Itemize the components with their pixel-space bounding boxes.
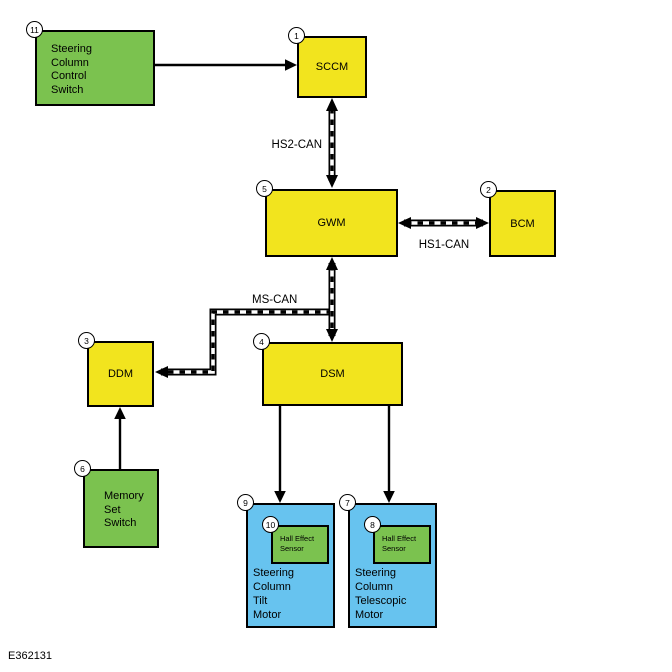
item-number-badge: 5 xyxy=(256,180,273,197)
node-label: Steering Column Control Switch xyxy=(51,43,92,96)
node-label: Steering Column Tilt Motor xyxy=(253,567,294,621)
bus-label-ms-can: MS-CAN xyxy=(252,294,298,306)
node-label: SCCM xyxy=(315,61,349,73)
node-steering-column-telescopic-motor: Steering Column Telescopic Motor xyxy=(348,503,437,628)
node-steering-column-tilt-motor: Steering Column Tilt Motor xyxy=(246,503,335,628)
item-number-badge: 10 xyxy=(262,516,279,533)
bus-label-hs1-can: HS1-CAN xyxy=(418,239,470,251)
node-label: Steering Column Telescopic Motor xyxy=(355,567,407,621)
connector-memory-to-ddm xyxy=(114,407,126,469)
bus-hs2-can xyxy=(326,98,338,188)
node-label: GWM xyxy=(317,217,346,229)
item-number-badge: 2 xyxy=(480,181,497,198)
connector-dsm-to-telescopic-motor xyxy=(383,406,395,503)
item-number-badge: 1 xyxy=(288,27,305,44)
node-label: Memory Set Switch xyxy=(104,490,144,529)
node-memory-set-switch: Memory Set Switch xyxy=(83,469,159,548)
item-number-badge: 8 xyxy=(364,516,381,533)
node-hall-effect-sensor-telescopic: Hall Effect Sensor xyxy=(373,525,431,564)
node-gwm: GWM xyxy=(265,189,398,257)
node-sccm: SCCM xyxy=(297,36,367,98)
node-label: Hall Effect Sensor xyxy=(382,534,417,553)
node-steering-column-control-switch: Steering Column Control Switch xyxy=(35,30,155,106)
node-label: BCM xyxy=(510,217,535,230)
node-label: DSM xyxy=(320,368,345,380)
node-label: Hall Effect Sensor xyxy=(280,534,315,553)
node-hall-effect-sensor-tilt: Hall Effect Sensor xyxy=(271,525,329,564)
item-number-badge: 3 xyxy=(78,332,95,349)
bus-label-hs2-can: HS2-CAN xyxy=(271,139,322,151)
bus-ms-can xyxy=(155,308,332,378)
connector-switch-to-sccm xyxy=(155,59,297,71)
item-number-badge: 11 xyxy=(26,21,43,38)
item-number-badge: 6 xyxy=(74,460,91,477)
item-number-badge: 9 xyxy=(237,494,254,511)
item-number-badge: 7 xyxy=(339,494,356,511)
node-ddm: DDM xyxy=(87,341,154,407)
figure-reference-code: E362131 xyxy=(8,650,53,662)
node-bcm: BCM xyxy=(489,190,556,257)
node-dsm: DSM xyxy=(262,342,403,406)
node-label: DDM xyxy=(107,368,134,380)
bus-hs1-can xyxy=(398,217,489,229)
item-number-badge: 4 xyxy=(253,333,270,350)
bus-gwm-to-dsm xyxy=(326,257,338,342)
connector-dsm-to-tilt-motor xyxy=(274,406,286,503)
